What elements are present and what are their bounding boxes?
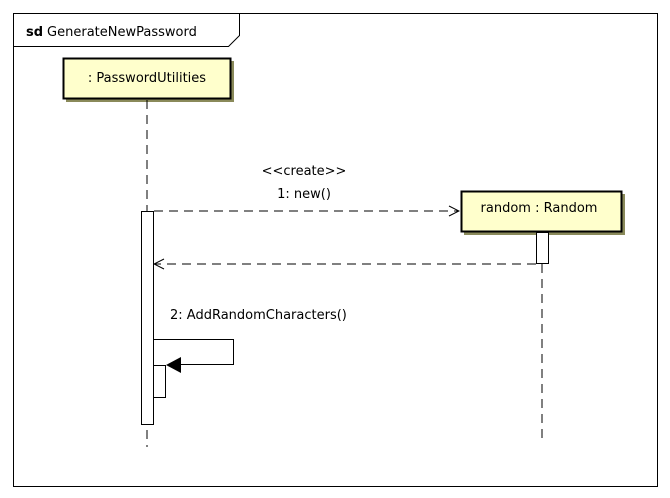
lifeline-head	[62, 57, 232, 100]
message-label: 2: AddRandomCharacters()	[170, 308, 347, 323]
activation-bar	[536, 232, 549, 264]
lifeline-label: random : Random	[481, 201, 598, 216]
frame-name: GenerateNewPassword	[47, 25, 197, 40]
activation-bar	[141, 211, 154, 425]
frame-keyword: sd	[26, 25, 43, 40]
filled-arrowhead	[166, 357, 181, 373]
lifeline-head	[460, 190, 623, 233]
message-stereotype: <<create>>	[262, 164, 347, 179]
message-self-call: 2: AddRandomCharacters()	[154, 308, 347, 373]
lifeline-password-utilities: : PasswordUtilities	[62, 57, 234, 447]
message-create: <<create>> 1: new()	[154, 164, 459, 211]
self-call-line	[154, 339, 234, 365]
message-label: 1: new()	[277, 187, 331, 202]
lifeline-random: random : Random	[460, 190, 625, 440]
lifeline-label: : PasswordUtilities	[88, 71, 206, 86]
nested-activation-bar	[153, 365, 166, 398]
frame-title: sd GenerateNewPassword	[26, 25, 197, 40]
frame-tab	[13, 13, 240, 47]
